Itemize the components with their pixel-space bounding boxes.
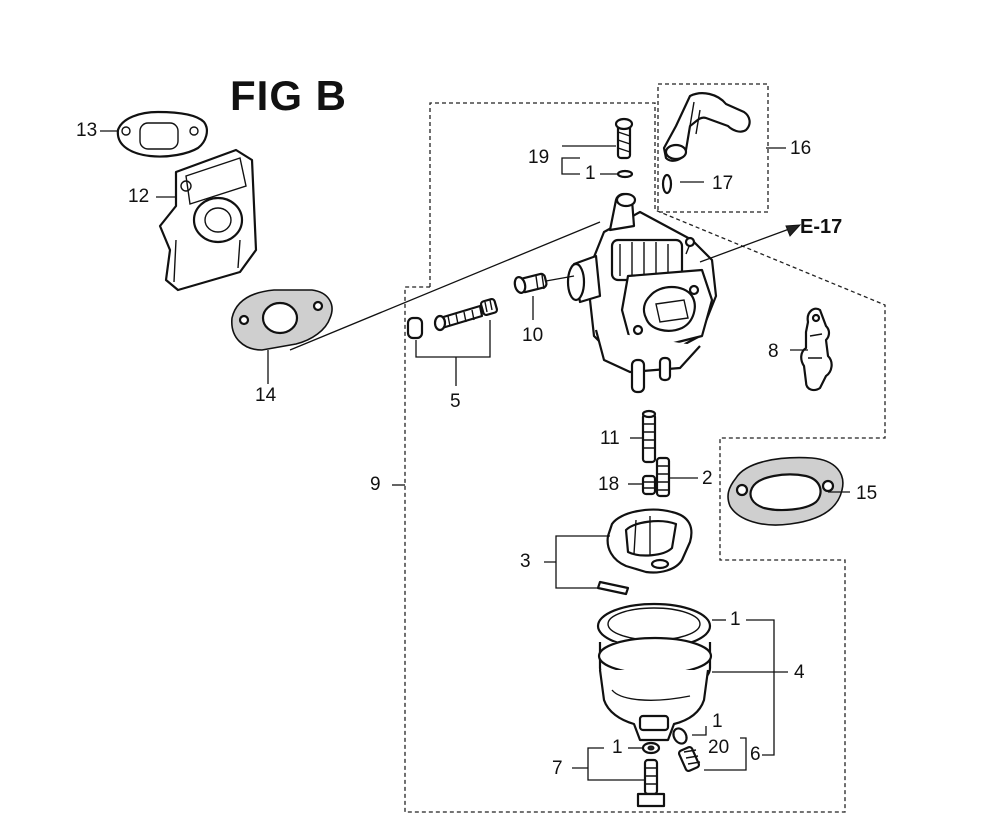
callout-5: 5	[450, 391, 461, 412]
callout-11: 11	[600, 428, 620, 449]
part-5-screw-set	[406, 297, 499, 386]
part-2-jet-holder	[655, 456, 671, 498]
part-11-nozzle	[641, 409, 657, 464]
part-17-o-ring	[661, 173, 673, 195]
callout-1-drain-washer: 1	[712, 711, 723, 732]
part-4-float-bowl	[596, 602, 713, 742]
part-7-bolt	[636, 741, 666, 808]
carburetor-body	[566, 192, 718, 394]
callout-14: 14	[255, 385, 277, 406]
part-13-gasket	[116, 110, 208, 158]
callout-10: 10	[522, 325, 544, 346]
part-18-main-jet	[641, 474, 657, 496]
callout-16: 16	[790, 138, 812, 159]
callout-2: 2	[702, 468, 713, 489]
part-15-gasket	[727, 456, 844, 526]
callout-13: 13	[76, 120, 98, 141]
callout-18: 18	[598, 474, 620, 495]
reference-label-e17: E-17	[800, 216, 843, 238]
callout-3: 3	[520, 551, 531, 572]
callout-7: 7	[552, 758, 563, 779]
callout-15: 15	[856, 483, 878, 504]
carburetor-assembly-boundary	[404, 102, 886, 813]
callout-9: 9	[370, 474, 381, 495]
part-8-bracket	[800, 307, 833, 392]
part-19-screw	[614, 117, 634, 179]
callout-1-top-washer: 1	[585, 163, 596, 184]
part-12-insulator	[158, 148, 258, 292]
part-10-screw	[513, 272, 575, 294]
callout-17: 17	[712, 173, 734, 194]
callout-4: 4	[794, 662, 805, 683]
figure-title: FIG B	[230, 72, 347, 119]
callout-20: 20	[708, 737, 730, 758]
part-3-float	[596, 508, 693, 596]
part-14-gasket	[231, 289, 333, 351]
callout-1-bowl-gasket: 1	[730, 609, 741, 630]
callout-1-bolt-washer: 1	[612, 737, 623, 758]
part-16-choke-arm	[662, 92, 751, 162]
callout-12: 12	[128, 186, 150, 207]
callout-8: 8	[768, 341, 779, 362]
callout-19: 19	[528, 147, 550, 168]
callout-6: 6	[750, 744, 761, 765]
part-20-drain-screw	[672, 727, 701, 773]
